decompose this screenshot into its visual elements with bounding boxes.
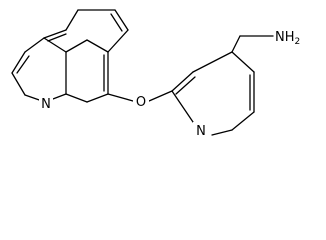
aminomethyl-chain (231, 35, 274, 53)
amine-symbol: NH (275, 30, 295, 45)
amine-subscript: 2 (295, 37, 301, 47)
quinoline-benzene-ring (43, 9, 129, 103)
structure-diagram: N O N NH2 (11, 9, 300, 139)
pyridine-ring (171, 51, 255, 136)
ether-bridge (107, 90, 173, 102)
quinoline-pyridine-ring (11, 37, 67, 103)
atom-labels: N O N NH2 (39, 30, 300, 139)
ether-oxygen-label: O (136, 95, 146, 110)
quinoline-nitrogen-label: N (41, 97, 51, 112)
pyridine-nitrogen-label: N (196, 124, 206, 139)
amine-label: NH2 (275, 30, 300, 47)
